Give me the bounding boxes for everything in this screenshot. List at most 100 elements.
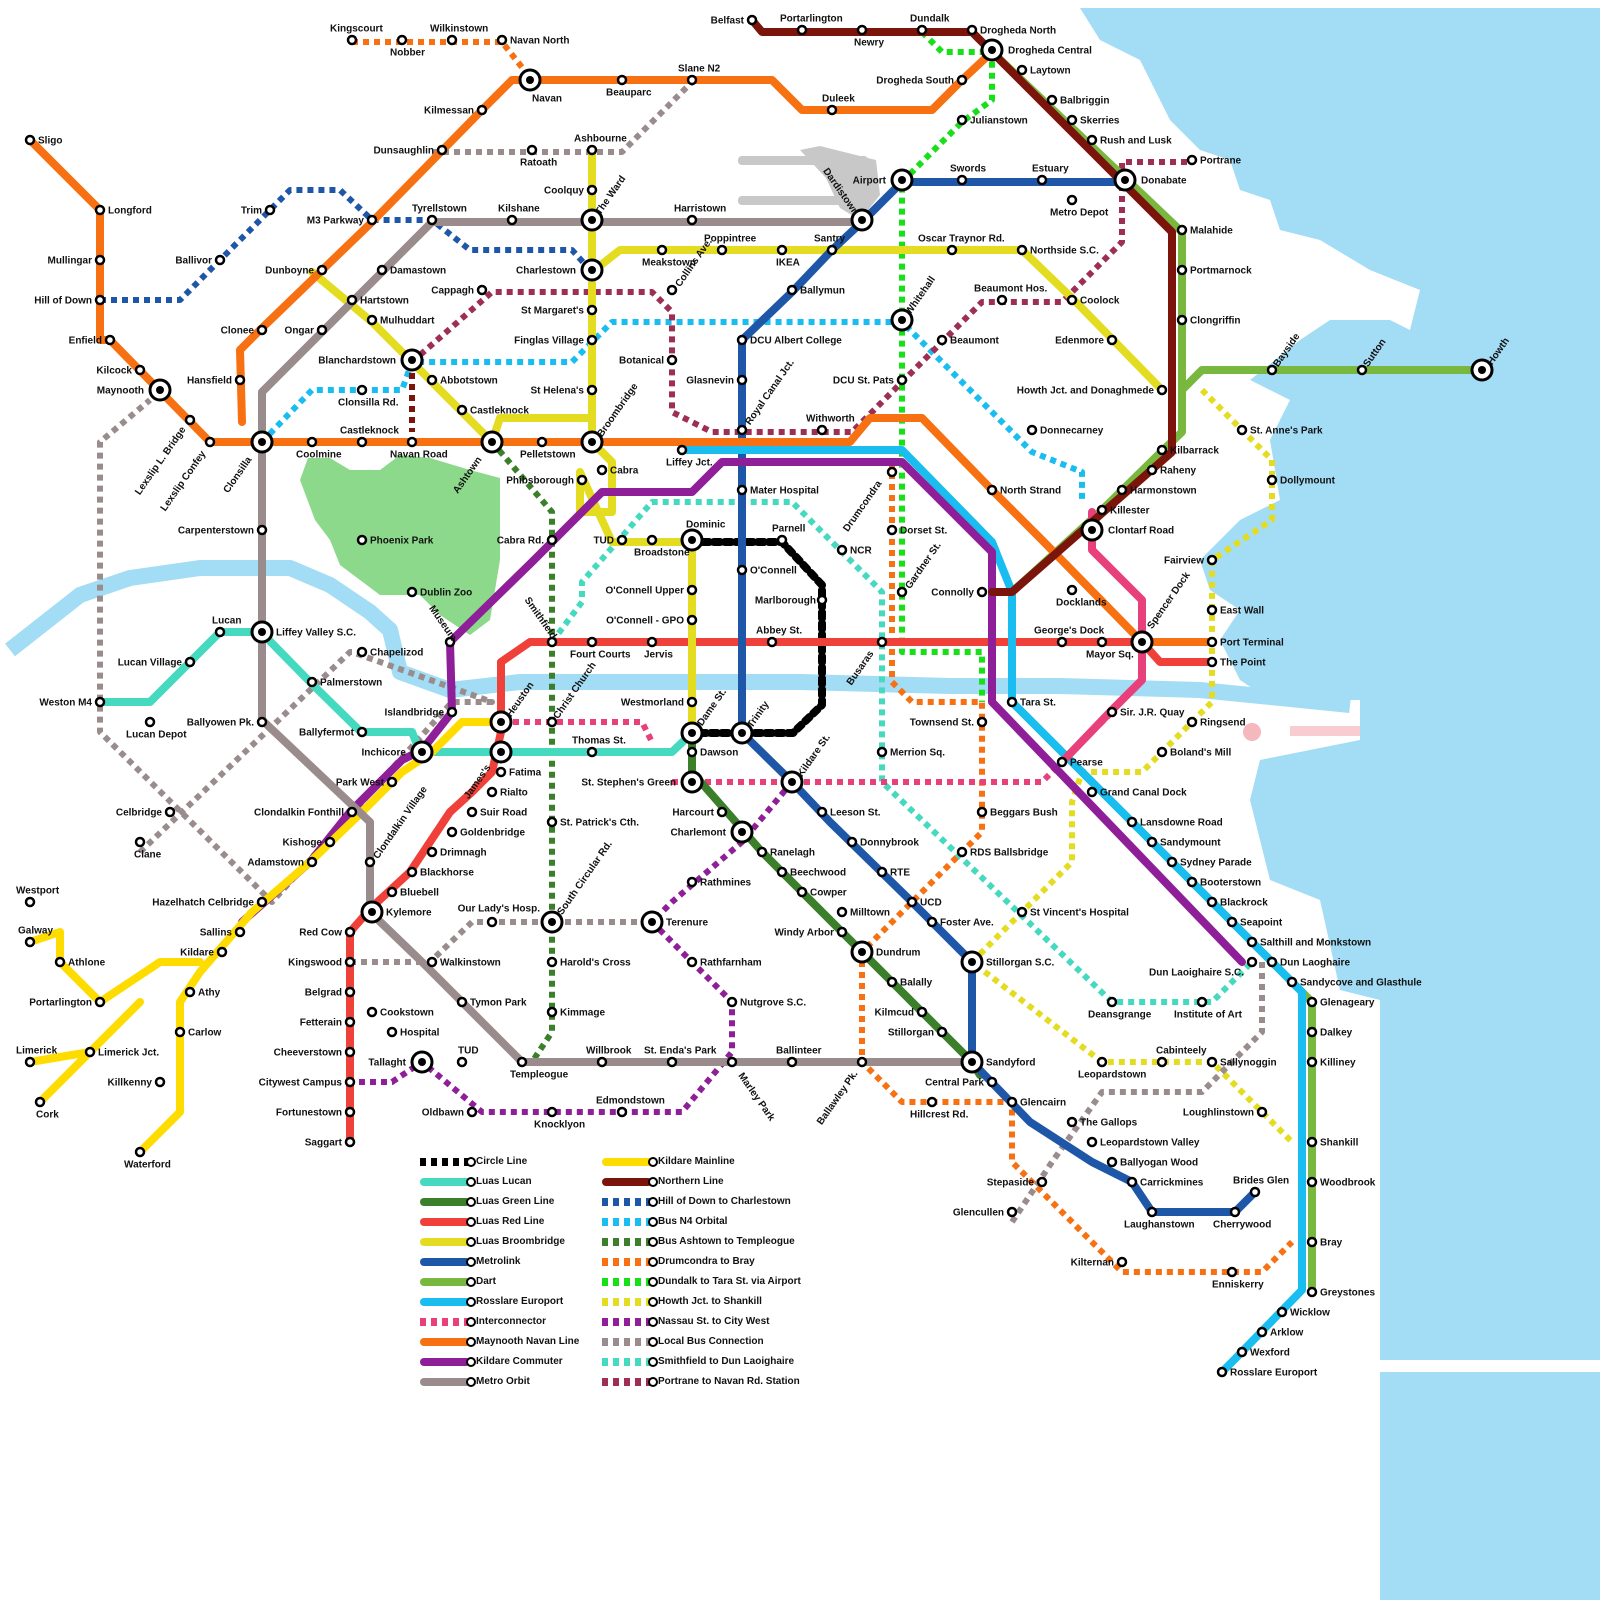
station-kingswood[interactable]: Kingswood bbox=[288, 956, 356, 969]
station-beechwood[interactable]: Beechwood bbox=[776, 866, 846, 879]
station-merrion-sq[interactable]: Merrion Sq. bbox=[876, 746, 945, 759]
station-julianstown[interactable]: Julianstown bbox=[956, 114, 1028, 127]
station-poppintree[interactable]: Poppintree bbox=[704, 234, 757, 256]
station-drimnagh[interactable]: Drimnagh bbox=[426, 846, 487, 859]
station-harold-s-cross[interactable]: Harold's Cross bbox=[546, 956, 631, 969]
station-park-west[interactable]: Park West bbox=[336, 776, 398, 789]
station-fetterain[interactable]: Fetterain bbox=[300, 1016, 356, 1029]
station-dalkey[interactable]: Dalkey bbox=[1306, 1026, 1353, 1039]
station-george-s-dock[interactable]: George's Dock bbox=[1034, 626, 1105, 648]
station-hansfield[interactable]: Hansfield bbox=[187, 374, 246, 387]
station-charlestown[interactable]: Charlestown bbox=[516, 258, 604, 282]
station-glencullen[interactable]: Glencullen bbox=[953, 1206, 1018, 1219]
station-donnybrook[interactable]: Donnybrook bbox=[846, 836, 919, 849]
station-kimmage[interactable]: Kimmage bbox=[546, 1006, 605, 1019]
station-dublin-zoo[interactable]: Dublin Zoo bbox=[406, 586, 472, 599]
station-santry[interactable]: Santry bbox=[814, 234, 846, 256]
station-brides-glen[interactable]: Brides Glen bbox=[1233, 1176, 1289, 1198]
station-wicklow[interactable]: Wicklow bbox=[1276, 1306, 1330, 1319]
station-cappagh[interactable]: Cappagh bbox=[431, 284, 488, 297]
station-willbrook[interactable]: Willbrook bbox=[586, 1046, 632, 1068]
station-ncr[interactable]: NCR bbox=[836, 544, 872, 557]
station-bluebell[interactable]: Bluebell bbox=[386, 886, 439, 899]
station-wilkinstown[interactable]: Wilkinstown bbox=[430, 24, 488, 46]
station-leeson-st[interactable]: Leeson St. bbox=[816, 806, 881, 819]
station-drumcondra[interactable]: Drumcondra bbox=[841, 466, 898, 534]
station-cheeverstown[interactable]: Cheeverstown bbox=[274, 1046, 356, 1059]
station-tyrellstown[interactable]: Tyrellstown bbox=[412, 204, 467, 226]
station-parnell[interactable]: Parnell bbox=[772, 524, 806, 546]
station-limerick-jct[interactable]: Limerick Jct. bbox=[84, 1046, 159, 1059]
station-templeogue[interactable]: Templeogue bbox=[510, 1056, 569, 1081]
station-swords[interactable]: Swords bbox=[950, 164, 987, 186]
station-sandyford[interactable]: Sandyford bbox=[960, 1050, 1035, 1074]
station-saggart[interactable]: Saggart bbox=[305, 1136, 356, 1149]
station-fairview[interactable]: Fairview bbox=[1164, 554, 1218, 567]
station-beaumont[interactable]: Beaumont bbox=[936, 334, 1000, 347]
station-tymon-park[interactable]: Tymon Park bbox=[456, 996, 527, 1009]
station-cabra[interactable]: Cabra bbox=[596, 464, 639, 477]
station-kilmcud[interactable]: Kilmcud bbox=[875, 1006, 928, 1019]
station-cabra-rd[interactable]: Cabra Rd. bbox=[497, 534, 558, 547]
station-howth-jct-and-donaghmede[interactable]: Howth Jct. and Donaghmede bbox=[1017, 384, 1168, 397]
station-raheny[interactable]: Raheny bbox=[1146, 464, 1197, 477]
station-boland-s-mill[interactable]: Boland's Mill bbox=[1156, 746, 1231, 759]
station-edenmore[interactable]: Edenmore bbox=[1055, 334, 1118, 347]
station-ballyfermot[interactable]: Ballyfermot bbox=[299, 726, 368, 739]
station-ballawley-pk[interactable]: Ballawley Pk. bbox=[815, 1056, 868, 1127]
station-leopardstown-valley[interactable]: Leopardstown Valley bbox=[1086, 1136, 1200, 1149]
station-suir-road[interactable]: Suir Road bbox=[466, 806, 527, 819]
station-dorset-st[interactable]: Dorset St. bbox=[886, 524, 947, 537]
station-rte[interactable]: RTE bbox=[876, 866, 910, 879]
station-st-vincent-s-hospital[interactable]: St Vincent's Hospital bbox=[1016, 906, 1129, 919]
station-mullingar[interactable]: Mullingar bbox=[48, 254, 106, 267]
station-tallaght[interactable]: Tallaght bbox=[368, 1050, 434, 1074]
station-royal-canal-jct[interactable]: Royal Canal Jct. bbox=[736, 357, 797, 436]
station-carpenterstown[interactable]: Carpenterstown bbox=[178, 524, 268, 537]
station-trim[interactable]: Trim bbox=[241, 204, 276, 217]
station-balally[interactable]: Balally bbox=[886, 976, 933, 989]
station-sir-j-r-quay[interactable]: Sir. J.R. Quay bbox=[1106, 706, 1185, 719]
station-clonee[interactable]: Clonee bbox=[221, 324, 268, 337]
station-dun-laoighaire-s-c[interactable]: Dun Laoighaire S.C. bbox=[1149, 956, 1258, 979]
station-lucan[interactable]: Lucan bbox=[212, 616, 241, 638]
station-navan-road[interactable]: Navan Road bbox=[390, 436, 448, 461]
station-loughlinstown[interactable]: Loughlinstown bbox=[1183, 1106, 1268, 1119]
station-st-margaret-s[interactable]: St Margaret's bbox=[521, 304, 598, 317]
station-dundrum[interactable]: Dundrum bbox=[850, 940, 921, 964]
station-arklow[interactable]: Arklow bbox=[1256, 1326, 1304, 1339]
station-o-connell-upper[interactable]: O'Connell Upper bbox=[606, 584, 698, 597]
station-salthill-and-monkstown[interactable]: Salthill and Monkstown bbox=[1246, 936, 1371, 949]
station-fatima[interactable]: Fatima bbox=[495, 766, 542, 779]
station-rathmines[interactable]: Rathmines bbox=[686, 876, 752, 889]
station-rathfarnham[interactable]: Rathfarnham bbox=[686, 956, 762, 969]
station-st-helena-s[interactable]: St Helena's bbox=[530, 384, 598, 397]
station-coolock[interactable]: Coolock bbox=[1066, 294, 1120, 307]
station-enniskerry[interactable]: Enniskerry bbox=[1212, 1266, 1264, 1291]
station-goldenbridge[interactable]: Goldenbridge bbox=[446, 826, 525, 839]
station-mater-hospital[interactable]: Mater Hospital bbox=[736, 484, 819, 497]
station-nobber[interactable]: Nobber bbox=[390, 34, 425, 59]
station-st-patrick-s-cth[interactable]: St. Patrick's Cth. bbox=[546, 816, 639, 829]
station-east-wall[interactable]: East Wall bbox=[1206, 604, 1264, 617]
station-the-gallops[interactable]: The Gallops bbox=[1066, 1116, 1138, 1129]
station-port-terminal[interactable]: Port Terminal bbox=[1206, 636, 1284, 649]
station-harcourt[interactable]: Harcourt bbox=[672, 806, 728, 819]
station-oscar-traynor-rd[interactable]: Oscar Traynor Rd. bbox=[918, 234, 1005, 256]
station-st-enda-s-park[interactable]: St. Enda's Park bbox=[644, 1046, 717, 1068]
station-lucan-village[interactable]: Lucan Village bbox=[118, 656, 196, 669]
station-duleek[interactable]: Duleek bbox=[822, 94, 855, 116]
station-harristown[interactable]: Harristown bbox=[674, 204, 726, 226]
station-finglas-village[interactable]: Finglas Village bbox=[514, 334, 598, 347]
station-leopardstown[interactable]: Leopardstown bbox=[1078, 1056, 1146, 1081]
station-liffey-valley-s-c[interactable]: Liffey Valley S.C. bbox=[250, 620, 356, 644]
station-harmonstown[interactable]: Harmonstown bbox=[1116, 484, 1197, 497]
station-carrickmines[interactable]: Carrickmines bbox=[1126, 1176, 1204, 1189]
station-longford[interactable]: Longford bbox=[94, 204, 152, 217]
station-stillorgan[interactable]: Stillorgan bbox=[888, 1026, 948, 1039]
station-ringsend[interactable]: Ringsend bbox=[1186, 716, 1246, 729]
station-portarlington[interactable]: Portarlington bbox=[29, 996, 106, 1009]
station-coolmine[interactable]: Coolmine bbox=[296, 436, 342, 461]
station-edmondstown[interactable]: Edmondstown bbox=[596, 1096, 665, 1118]
station-metro-depot[interactable]: Metro Depot bbox=[1050, 194, 1109, 219]
